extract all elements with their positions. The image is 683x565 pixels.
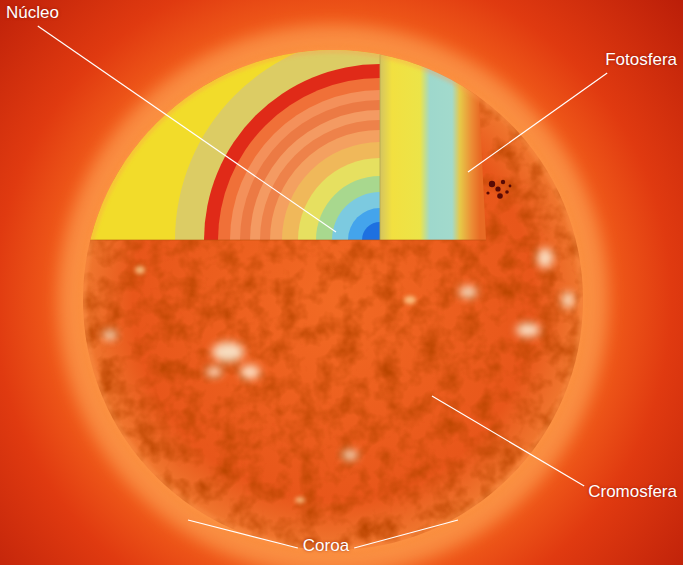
part-label: Fotosfera bbox=[605, 50, 677, 70]
part-label-text: Cromosfera bbox=[588, 482, 677, 501]
part-label: Cromosfera bbox=[588, 482, 677, 502]
leader-line bbox=[38, 26, 336, 232]
part-label-text: Núcleo bbox=[6, 3, 59, 22]
part-label: Coroa bbox=[303, 536, 349, 556]
leader-line bbox=[354, 520, 458, 548]
leader-line bbox=[432, 396, 584, 486]
part-label: Núcleo bbox=[6, 3, 59, 23]
part-label-text: Fotosfera bbox=[605, 50, 677, 69]
part-label-text: Coroa bbox=[303, 536, 349, 555]
leader-line bbox=[188, 520, 298, 548]
leader-line bbox=[468, 73, 607, 172]
